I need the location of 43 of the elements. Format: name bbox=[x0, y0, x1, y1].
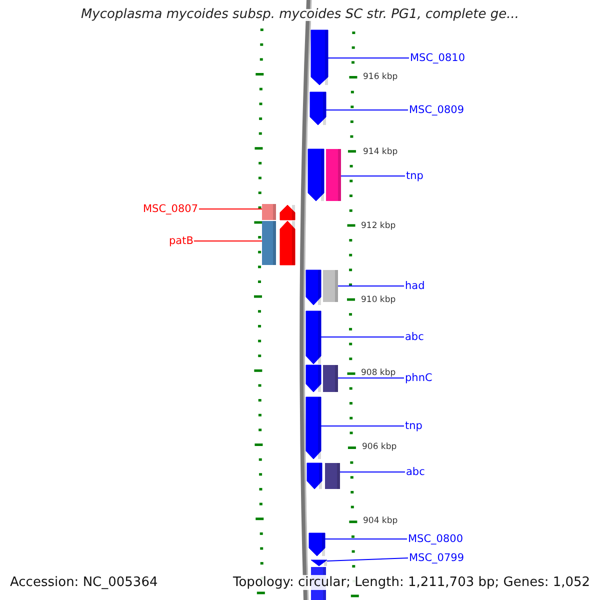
gene-label: abc bbox=[405, 331, 424, 343]
gene-bar bbox=[323, 270, 338, 302]
gene-feature bbox=[311, 560, 327, 566]
gene-bar bbox=[326, 149, 341, 201]
gene-feature bbox=[306, 397, 321, 459]
tick-label: 904 kbp bbox=[363, 516, 398, 526]
gene-bar bbox=[262, 204, 276, 220]
gene-label: phnC bbox=[405, 372, 432, 384]
gene-feature bbox=[280, 205, 295, 220]
gene-bar bbox=[325, 463, 340, 489]
gene-feature bbox=[310, 92, 326, 125]
gene-label: patB bbox=[169, 235, 194, 247]
gene-feature bbox=[306, 311, 321, 364]
gene-feature bbox=[308, 149, 324, 201]
leader-line bbox=[324, 538, 408, 540]
gene-feature bbox=[311, 30, 328, 85]
leader-line bbox=[320, 336, 404, 338]
gene-label: tnp bbox=[406, 170, 424, 182]
gene-feature bbox=[306, 365, 321, 392]
gene-label: abc bbox=[406, 466, 425, 478]
gene-feature bbox=[309, 533, 325, 556]
leader-line bbox=[194, 240, 262, 242]
tick-label: 910 kbp bbox=[361, 295, 396, 305]
gene-label: had bbox=[405, 280, 425, 292]
tick-label: 914 kbp bbox=[363, 147, 398, 157]
leader-line bbox=[326, 558, 408, 562]
gene-feature bbox=[306, 270, 321, 305]
gene-label: MSC_0807 bbox=[143, 203, 198, 215]
tick-label: 916 kbp bbox=[363, 72, 398, 82]
gene-bar bbox=[262, 221, 276, 265]
tick-label: 906 kbp bbox=[362, 442, 397, 452]
gene-feature bbox=[307, 463, 322, 489]
tick-label: 912 kbp bbox=[361, 221, 396, 231]
gene-bar bbox=[323, 365, 338, 392]
genome-info-text: Topology: circular; Length: 1,211,703 bp; Genes: 1,052 bbox=[233, 575, 590, 590]
accession-text: Accession: NC_005364 bbox=[10, 575, 158, 590]
tick-label: 908 kbp bbox=[361, 368, 396, 378]
gene-label: MSC_0800 bbox=[408, 533, 464, 545]
gene-label: MSC_0810 bbox=[410, 52, 466, 64]
gene-label: MSC_0809 bbox=[409, 104, 464, 116]
gene-label: tnp bbox=[405, 420, 422, 432]
gene-label: MSC_0799 bbox=[409, 552, 464, 564]
leader-line bbox=[198, 208, 262, 210]
